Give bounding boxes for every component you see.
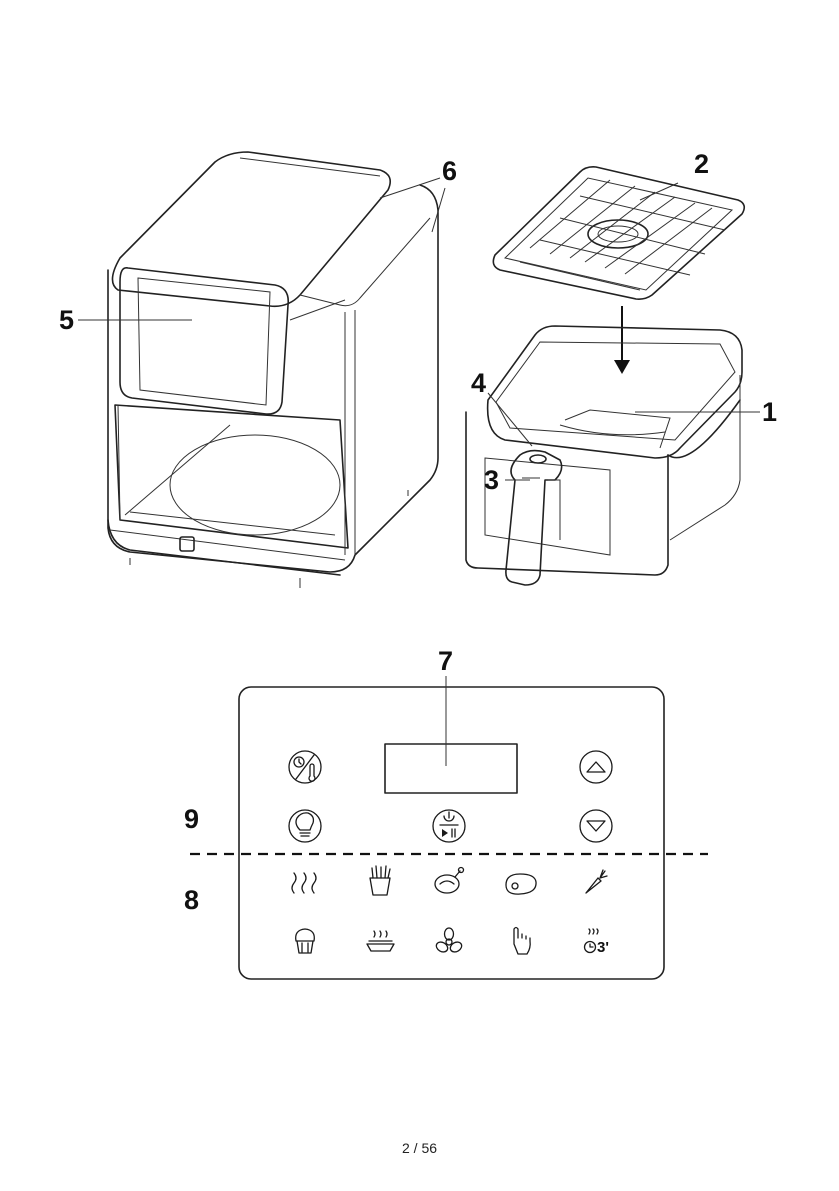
callout-5-viewing-window: 5 bbox=[59, 307, 74, 334]
callout-4-release-button: 4 bbox=[471, 370, 486, 397]
power-start-pause-icon[interactable] bbox=[433, 810, 465, 842]
air-fryer-body-drawing bbox=[108, 152, 438, 588]
callout-3-handle: 3 bbox=[484, 467, 499, 494]
leader-lines-left bbox=[78, 178, 445, 320]
callout-8-presets: 8 bbox=[184, 887, 199, 914]
time-temperature-icon[interactable] bbox=[289, 751, 321, 783]
callout-1-basket: 1 bbox=[762, 399, 777, 426]
callout-9-controls: 9 bbox=[184, 806, 199, 833]
crisper-plate-drawing bbox=[493, 167, 744, 299]
page-number: 2 / 56 bbox=[0, 1140, 839, 1156]
manual-icon[interactable] bbox=[514, 928, 530, 955]
fan-icon[interactable] bbox=[435, 928, 464, 954]
insert-arrow bbox=[614, 306, 630, 374]
chicken-icon[interactable] bbox=[435, 868, 464, 894]
steak-icon[interactable] bbox=[506, 874, 536, 894]
preheat-minutes-label: 3' bbox=[597, 939, 609, 956]
callout-7-display: 7 bbox=[438, 648, 453, 675]
lamp-icon[interactable] bbox=[289, 810, 321, 842]
basket-drawing bbox=[466, 326, 742, 585]
callout-2-crisper-plate: 2 bbox=[694, 151, 709, 178]
control-panel-drawing bbox=[190, 676, 708, 979]
callout-6-housing: 6 bbox=[442, 158, 457, 185]
fries-icon[interactable] bbox=[370, 866, 390, 895]
vegetable-icon[interactable] bbox=[586, 870, 607, 893]
reheat-icon[interactable] bbox=[292, 873, 316, 893]
pie-icon[interactable] bbox=[367, 931, 394, 951]
muffin-icon[interactable] bbox=[296, 929, 315, 953]
up-arrow-icon[interactable] bbox=[580, 751, 612, 783]
leader-line-2 bbox=[640, 183, 678, 200]
preheat-icon[interactable] bbox=[585, 929, 599, 953]
down-arrow-icon[interactable] bbox=[580, 810, 612, 842]
